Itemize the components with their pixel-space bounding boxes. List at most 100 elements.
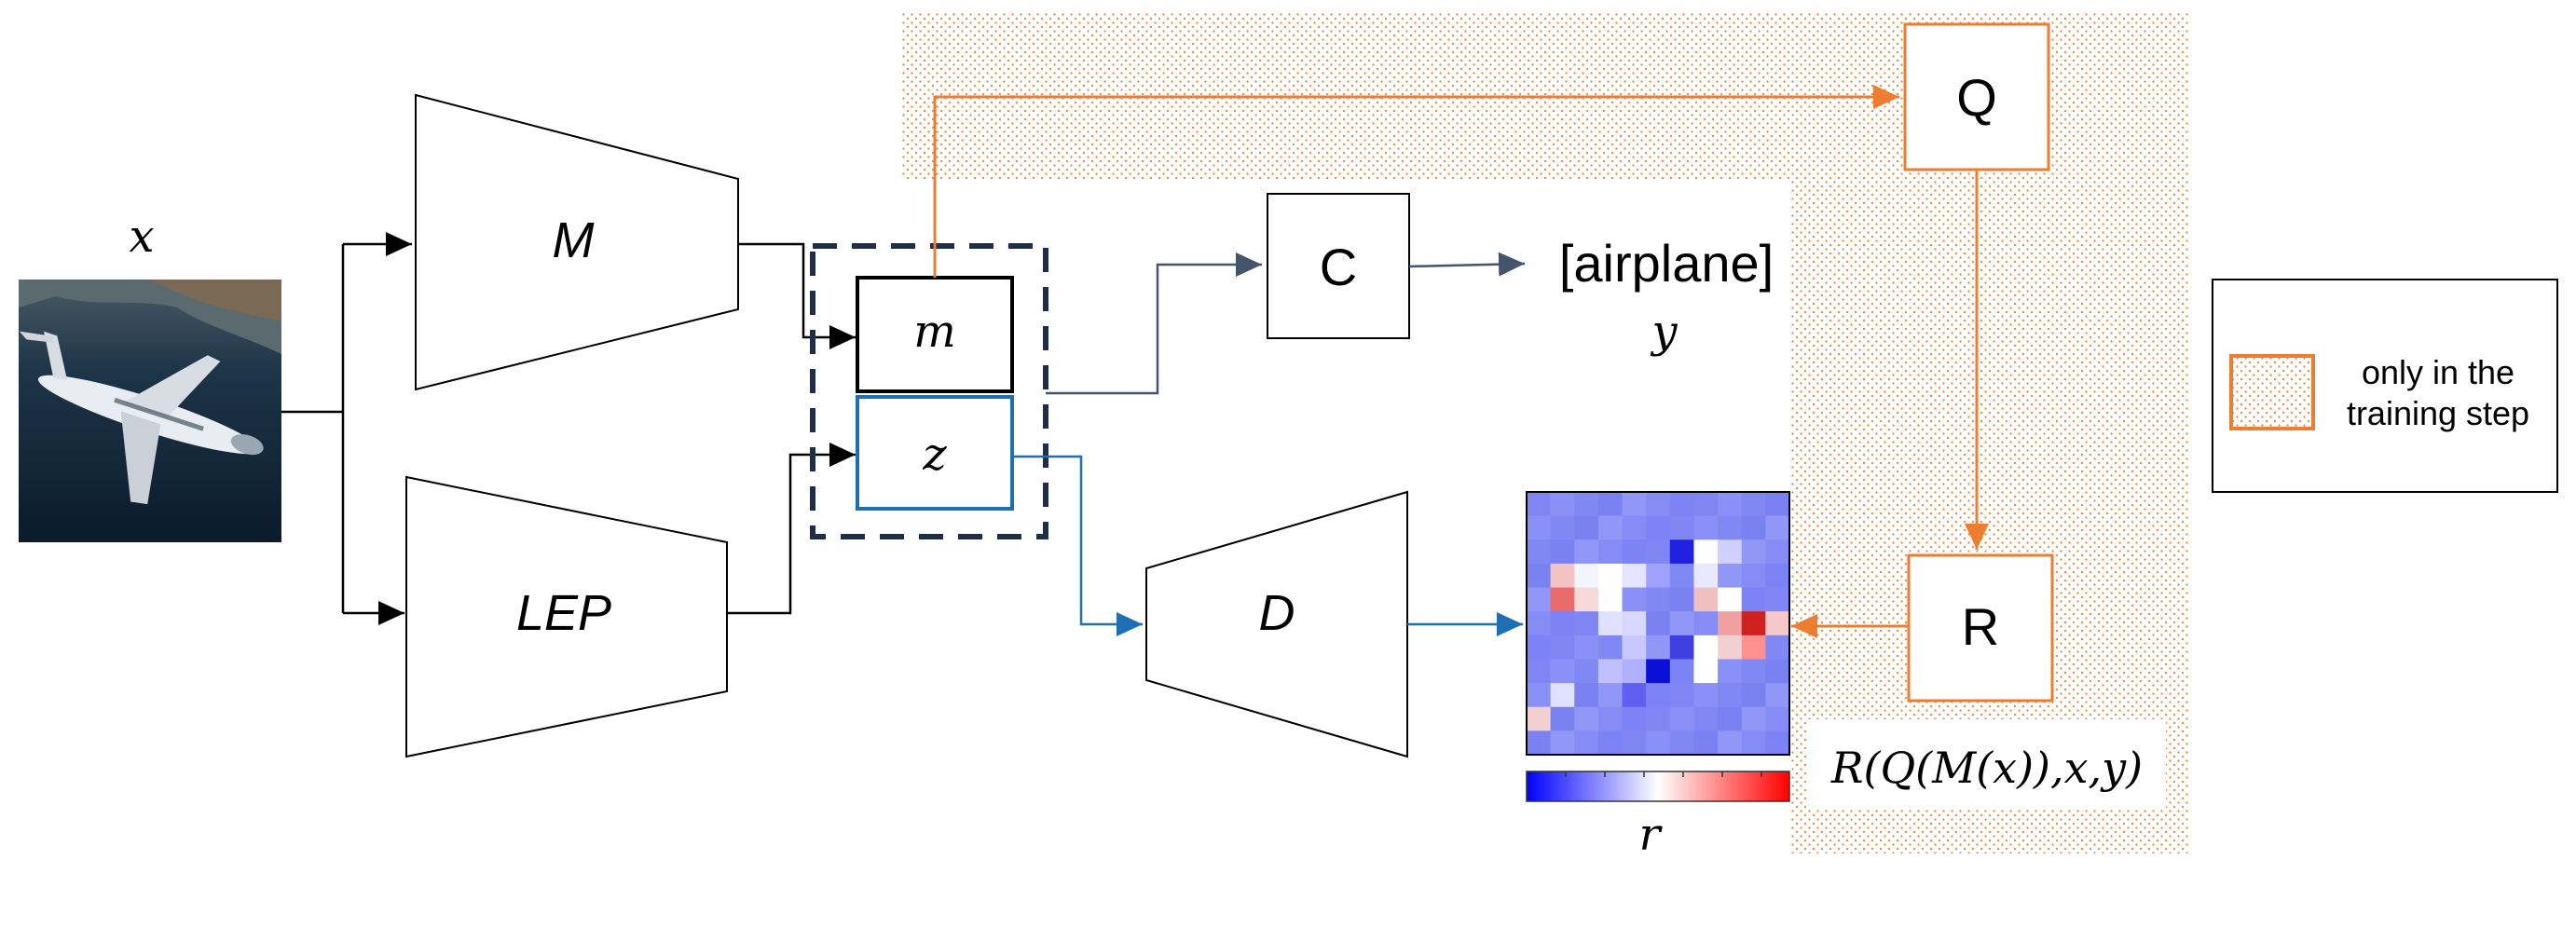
heatmap-cell (1741, 683, 1766, 708)
heatmap-cell (1765, 611, 1790, 636)
heatmap-cell (1646, 563, 1671, 589)
heatmap-cell (1693, 563, 1719, 589)
relevance-r-label: r (1639, 809, 1664, 861)
m-to-latent-connector (738, 242, 856, 349)
heatmap-cell (1622, 539, 1647, 565)
encoder-lep-label: LEP (516, 585, 611, 641)
heatmap-cell (1527, 492, 1552, 517)
relevance-heatmap-icon (1527, 492, 1790, 756)
training-q-label: Q (1956, 68, 1997, 127)
encoder-lep: LEP (405, 475, 728, 758)
heatmap-cell (1669, 659, 1695, 684)
classifier-c: C (1267, 193, 1410, 339)
heatmap-cell (1574, 515, 1599, 540)
heatmap-cell (1669, 635, 1695, 661)
latent-z-box: z (856, 395, 1014, 511)
heatmap-cell (1718, 587, 1743, 612)
heatmap-cell (1718, 683, 1743, 708)
heatmap-cell (1597, 659, 1624, 684)
heatmap-cell (1597, 563, 1624, 589)
heatmap-cell (1597, 539, 1624, 565)
heatmap-cell (1646, 611, 1671, 636)
heatmap-cell (1646, 492, 1671, 517)
training-formula: R(Q(M(x)),x,y) (1830, 743, 2143, 793)
legend-text-line2: training step (2347, 394, 2529, 432)
input-x-label: x (129, 211, 154, 263)
heatmap-cell (1741, 635, 1766, 661)
classifier-output: [airplane] (1559, 234, 1774, 293)
heatmap-cell (1669, 706, 1695, 731)
lep-to-latent-connector (727, 443, 856, 615)
heatmap-cell (1550, 706, 1575, 731)
heatmap-cell (1597, 611, 1624, 636)
heatmap-cell (1669, 683, 1695, 708)
heatmap-cell (1574, 587, 1599, 612)
heatmap-cell (1741, 706, 1766, 731)
heatmap-cell (1527, 730, 1552, 756)
heatmap-cell (1741, 611, 1766, 636)
heatmap-cell (1597, 683, 1624, 708)
heatmap-cell (1741, 539, 1766, 565)
heatmap-cell (1550, 539, 1575, 565)
heatmap-cell (1718, 611, 1743, 636)
heatmap-cell (1741, 492, 1766, 517)
heatmap-cell (1741, 563, 1766, 589)
heatmap-cell (1693, 515, 1719, 540)
heatmap-cell (1669, 539, 1695, 565)
heatmap-cell (1622, 515, 1647, 540)
heatmap-cell (1693, 706, 1719, 731)
heatmap-cell (1669, 611, 1695, 636)
heatmap-cell (1574, 492, 1599, 517)
heatmap-cell (1622, 659, 1647, 684)
latent-group (810, 243, 1048, 539)
heatmap-cell (1574, 611, 1599, 636)
training-r-label: R (1962, 597, 1999, 656)
heatmap-cell (1574, 659, 1599, 684)
heatmap-cell (1741, 587, 1766, 612)
heatmap-cell (1597, 706, 1624, 731)
heatmap-cell (1622, 730, 1647, 756)
heatmap-cell (1741, 515, 1766, 540)
training-region (902, 13, 2190, 853)
z-to-c-arrow (1046, 252, 1262, 395)
legend-text-line1: only in the (2362, 353, 2514, 391)
heatmap-cell (1527, 563, 1552, 589)
legend-dotted-swatch (2229, 354, 2315, 430)
heatmap-cell (1622, 563, 1647, 589)
heatmap-cell (1646, 683, 1671, 708)
heatmap-cell (1718, 515, 1743, 540)
heatmap-cell (1693, 635, 1719, 661)
heatmap-cell (1718, 563, 1743, 589)
training-r-box: R (1907, 553, 2054, 703)
heatmap-cell (1527, 539, 1552, 565)
heatmap-frame (1526, 491, 1790, 756)
heatmap-cell (1741, 730, 1766, 756)
heatmap-cell (1718, 706, 1743, 731)
formula-backing (1806, 719, 2166, 809)
training-q-box: Q (1903, 22, 2050, 171)
z-to-d-arrow (1012, 455, 1143, 636)
decoder-d-label: D (1259, 585, 1295, 641)
heatmap-cell (1527, 515, 1552, 540)
relevance-colorbar (1526, 771, 1790, 802)
heatmap-cell (1527, 683, 1552, 708)
latent-m-label: m (913, 306, 956, 358)
heatmap-cell (1646, 515, 1671, 540)
heatmap-cell (1646, 730, 1671, 756)
heatmap-cell (1718, 659, 1743, 684)
heatmap-cell (1765, 563, 1790, 589)
heatmap-cell (1669, 730, 1695, 756)
heatmap-cell (1718, 492, 1743, 517)
heatmap-cell (1622, 492, 1647, 517)
heatmap-cell (1597, 515, 1624, 540)
heatmap-cell (1693, 611, 1719, 636)
heatmap-cell (1574, 683, 1599, 708)
heatmap-cell (1669, 587, 1695, 612)
c-to-output-arrow (1408, 252, 1526, 277)
heatmap-cell (1765, 635, 1790, 661)
heatmap-cell (1718, 635, 1743, 661)
legend: only in the training step (2212, 279, 2558, 493)
classifier-c-label: C (1320, 238, 1357, 296)
heatmap-cell (1693, 587, 1719, 612)
